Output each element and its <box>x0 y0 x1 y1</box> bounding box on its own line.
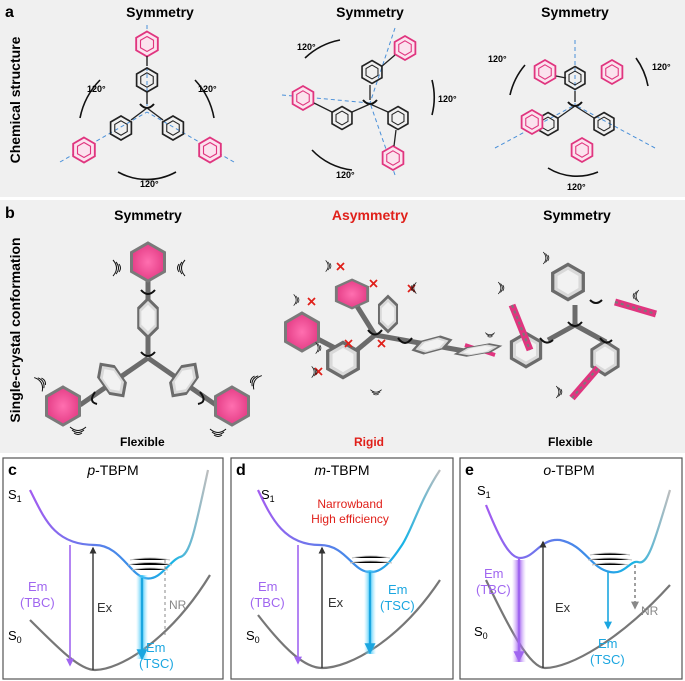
panel-c-letter: c <box>8 462 17 479</box>
angle-label-p-2: 120° <box>198 84 217 94</box>
angle-label-m-2: 120° <box>438 94 457 104</box>
crystal-p-caption: Flexible <box>120 435 165 449</box>
panel-c-nr: NR <box>169 598 187 612</box>
panel-e-letter: e <box>465 462 474 479</box>
panel-a-background <box>0 0 685 197</box>
panel-e: e o-TBPM S1 S0 Em (TBC) Ex NR Em (TSC) <box>459 457 683 680</box>
panel-d-s1-label: S1 <box>261 487 275 504</box>
crystal-m-tbpm: Rigid <box>284 260 501 449</box>
angle-label-o-3: 120° <box>567 182 586 192</box>
panel-e-s0-label: S0 <box>474 624 488 641</box>
crystal-o-tbpm: Flexible <box>497 251 657 449</box>
panel-e-s1-curve <box>484 489 672 574</box>
panel-b: b Single-crystal conformation Symmetry A… <box>0 200 685 453</box>
panel-c-em-tsc-1: Em <box>146 640 166 655</box>
panel-a-col3-title: Symmetry <box>541 4 609 20</box>
angle-label-m-3: 120° <box>336 170 355 180</box>
panel-d-s0-curve <box>257 579 441 670</box>
panel-b-col1-title: Symmetry <box>114 207 182 223</box>
panel-e-s1-label: S1 <box>477 483 491 500</box>
panel-d-ex: Ex <box>328 595 344 610</box>
angle-label-p-3: 120° <box>140 179 159 189</box>
panel-d-frame <box>230 457 454 680</box>
panel-c-s1-label: S1 <box>8 487 22 504</box>
panel-c-s0-label: S0 <box>8 628 22 645</box>
panel-d-note-1: Narrowband <box>317 497 382 511</box>
panel-e-ex: Ex <box>555 600 571 615</box>
panel-d-em-tbc-1: Em <box>258 579 278 594</box>
panel-a: a Chemical structure Symmetry Symmetry S… <box>0 0 685 197</box>
panel-d-em-tbc-2: (TBC) <box>250 595 285 610</box>
angle-label-o-1: 120° <box>488 54 507 64</box>
crystal-p-tbpm: Flexible <box>33 241 263 449</box>
angle-label-o-2: 120° <box>652 62 671 72</box>
panel-e-frame <box>459 457 683 680</box>
panel-d-title: m-TBPM <box>314 462 369 478</box>
panel-d-em-tsc-1: Em <box>388 582 408 597</box>
structure-o-tbpm: 120° 120° 120° <box>488 40 671 192</box>
panel-c-title: p-TBPM <box>86 462 138 478</box>
angle-label-m-1: 120° <box>297 42 316 52</box>
crystal-o-caption: Flexible <box>548 435 593 449</box>
panel-e-nr: NR <box>641 604 659 618</box>
panel-b-col3-title: Symmetry <box>543 207 611 223</box>
crystal-m-caption: Rigid <box>354 435 384 449</box>
panel-d-s0-label: S0 <box>246 628 260 645</box>
panel-b-letter: b <box>5 205 15 222</box>
panel-e-em-tsc-2: (TSC) <box>590 652 625 667</box>
panel-d-note-2: High efficiency <box>311 512 389 526</box>
panel-a-side-label: Chemical structure <box>7 36 23 163</box>
panel-e-em-tbc-2: (TBC) <box>476 582 511 597</box>
panel-a-col1-title: Symmetry <box>126 4 194 20</box>
panel-c: c p-TBPM S1 S0 Em (TBC) Ex NR Em (TSC) <box>2 457 224 680</box>
panel-e-title: o-TBPM <box>543 462 594 478</box>
panel-a-letter: a <box>5 4 14 21</box>
panel-c-em-tbc-2: (TBC) <box>20 595 55 610</box>
panel-e-em-tsc-1: Em <box>598 636 618 651</box>
panel-e-em-tbc-1: Em <box>484 566 504 581</box>
structure-m-tbpm: 120° 120° 120° <box>281 27 457 180</box>
panel-b-side-label: Single-crystal conformation <box>7 237 23 422</box>
panel-c-em-tbc-1: Em <box>28 579 48 594</box>
panel-b-col2-title: Asymmetry <box>332 207 408 223</box>
panel-c-frame <box>2 457 224 680</box>
panel-d-em-tsc-2: (TSC) <box>380 598 415 613</box>
panel-d-letter: d <box>236 462 246 479</box>
panel-c-s0-curve <box>29 574 211 672</box>
panel-c-ex: Ex <box>97 600 113 615</box>
panel-a-col2-title: Symmetry <box>336 4 404 20</box>
structure-p-tbpm: 120° 120° 120° <box>59 25 235 189</box>
panel-d: d m-TBPM S1 S0 Narrowband High efficienc… <box>230 457 454 680</box>
panel-c-em-tsc-2: (TSC) <box>139 656 174 671</box>
angle-label-p-1: 120° <box>87 84 106 94</box>
panel-e-s0-curve <box>485 579 671 670</box>
